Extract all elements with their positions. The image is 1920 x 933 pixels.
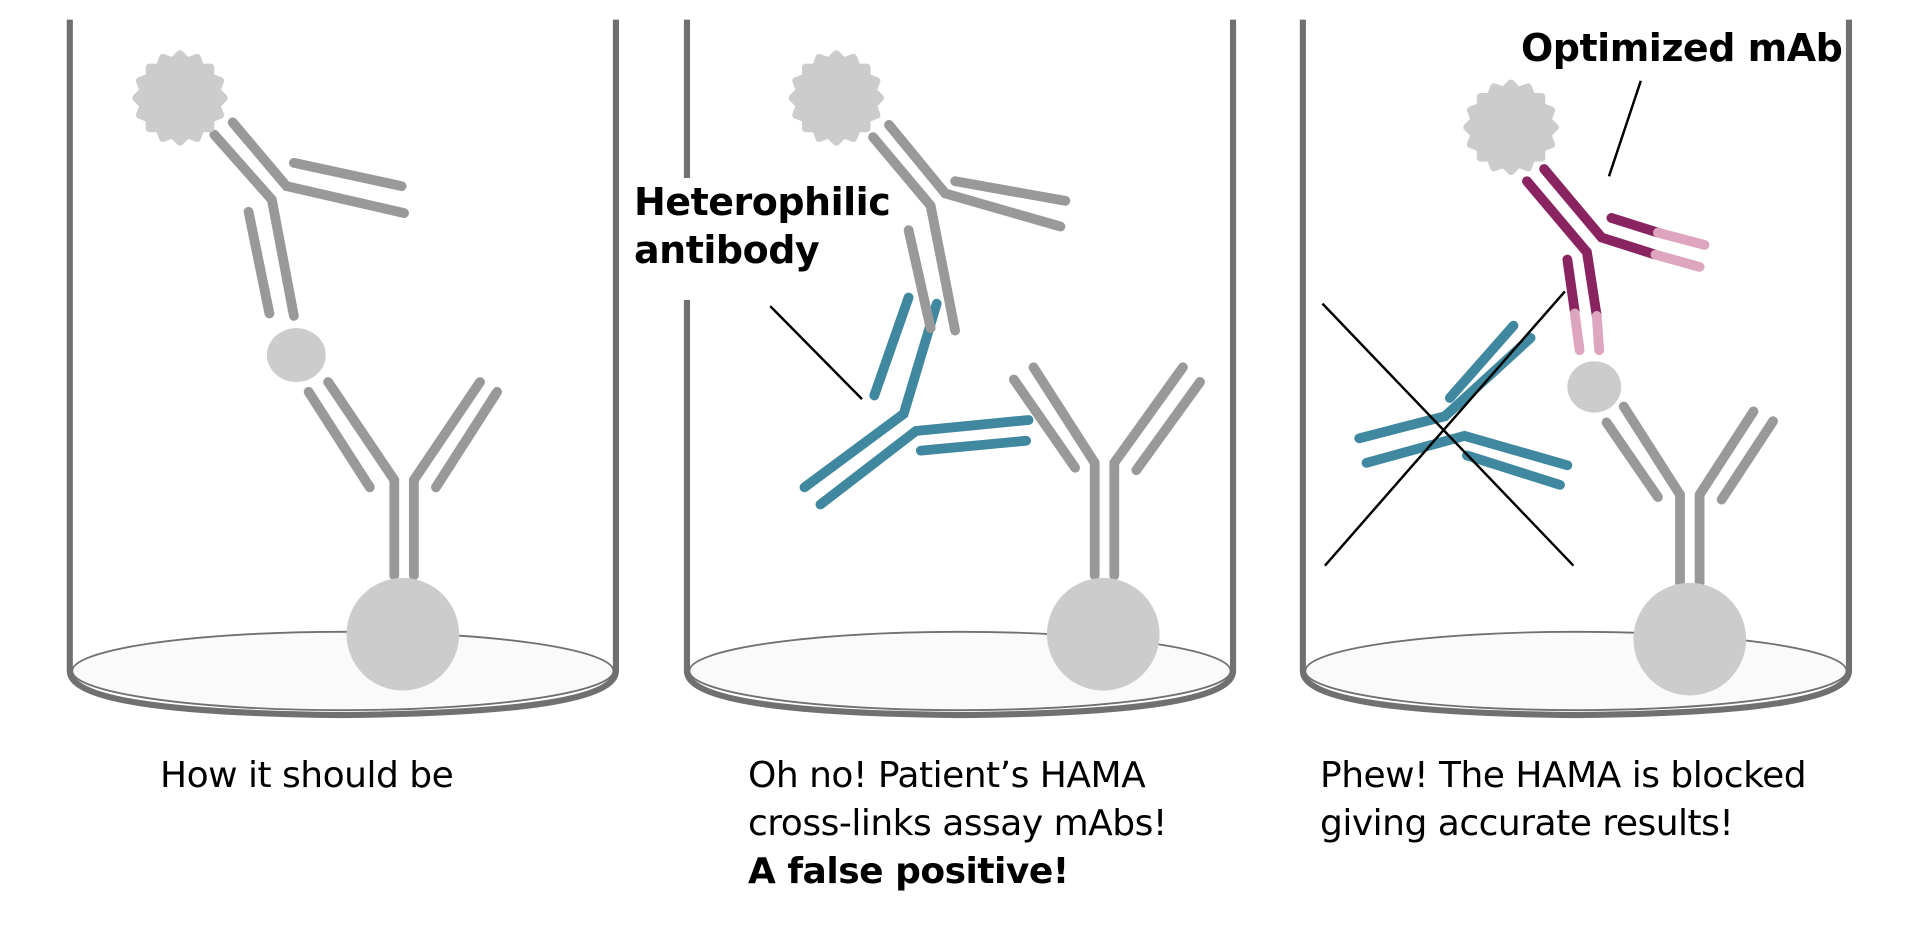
caption-false-positive: Oh no! Patient’s HAMA cross-links assay … [748,752,1167,896]
panel-false-positive [675,20,1233,715]
detection-antibody [209,117,409,321]
label-enzyme [136,54,224,142]
caption-blocked: Phew! The HAMA is blocked giving accurat… [1320,752,1807,848]
heterophilic-antibody-label: Heterophilic antibody [634,178,891,274]
capture-antibody [1601,401,1778,588]
caption-line: How it should be [160,755,454,796]
heterophilic-antibody [799,292,1034,510]
optimized-antibody [1522,164,1710,356]
label-pointer-line [769,305,863,401]
panel-blocked [1303,20,1849,715]
label-line: Heterophilic [634,180,891,224]
caption-line: Phew! The HAMA is blocked [1320,755,1807,796]
label-enzyme [1467,83,1555,171]
caption-emphasis: A false positive! [748,851,1069,892]
capture-antibody [303,377,503,581]
caption-normal: How it should be [160,752,454,800]
caption-line: Oh no! Patient’s HAMA [748,755,1146,796]
antigen [1567,361,1622,413]
caption-line: giving accurate results! [1320,803,1734,844]
caption-line: cross-links assay mAbs! [748,803,1167,844]
cross-out-line [1323,290,1566,567]
capture-antibody [1008,362,1205,581]
antigen [266,328,326,383]
cross-out-line [1321,302,1575,567]
label-enzyme [792,54,880,142]
label-line: antibody [634,228,820,272]
blocked-heterophilic-antibody [1354,320,1573,490]
detection-antibody [868,119,1071,336]
optimized-mab-label: Optimized mAb [1521,24,1843,72]
label-pointer-line [1607,80,1642,177]
bead [1633,582,1747,696]
label-line: Optimized mAb [1521,26,1843,70]
panel-normal [70,20,616,715]
bead [346,577,460,691]
bead [1046,577,1160,691]
